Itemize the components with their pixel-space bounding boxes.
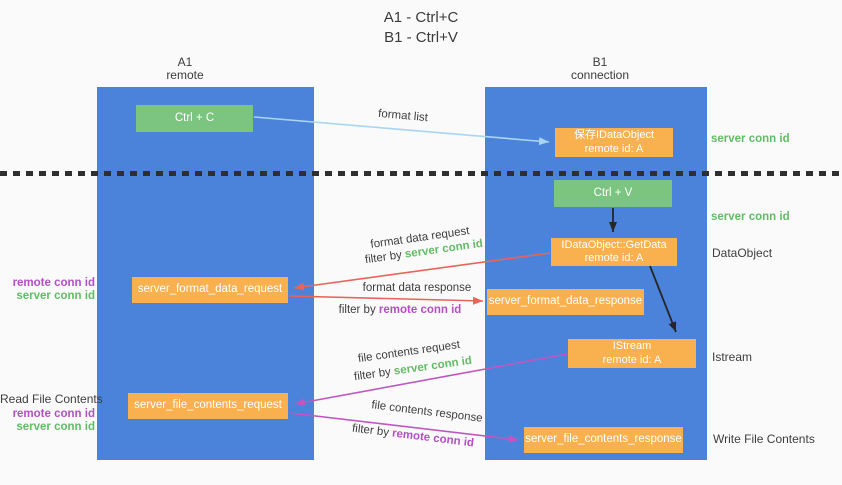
node-file-request: server_file_contents_request — [128, 393, 288, 419]
node-ctrl-v-label: Ctrl + V — [593, 186, 633, 199]
arrow-format-data-response — [288, 295, 484, 305]
filter-by-text: filter by — [364, 248, 406, 267]
diagram-title-line1: A1 - Ctrl+C — [383, 9, 459, 26]
lifeline-b1-name: B1 — [592, 55, 608, 69]
side-label-read-file-contents: Read File Contents — [0, 392, 103, 406]
diagram-title-line2: B1 - Ctrl+V — [384, 29, 458, 46]
node-format-request-label: server_format_data_request — [137, 283, 283, 296]
node-save-dataobject-line1: 保存IDataObject — [573, 129, 655, 141]
node-ctrl-v: Ctrl + V — [554, 180, 672, 207]
filter-by-text: filter by — [338, 304, 379, 316]
node-format-response: server_format_data_response — [487, 289, 644, 315]
side-label-write-file-contents: Write File Contents — [713, 432, 815, 446]
node-file-response: server_file_contents_response — [524, 427, 683, 453]
remote-conn-id-text: remote conn id — [391, 427, 475, 450]
lifeline-a1-name: A1 — [177, 55, 193, 69]
side-label-server-conn-id-1: server conn id — [711, 133, 790, 145]
side-label-server-conn-id-3: server conn id — [16, 290, 95, 302]
edge-label-format-data-response: format data response — [362, 282, 472, 294]
node-file-request-label: server_file_contents_request — [134, 399, 282, 412]
node-istream: IStream remote id: A — [568, 339, 696, 368]
lifeline-a1-header: A1 remote — [115, 56, 255, 82]
side-label-dataobject: DataObject — [712, 246, 773, 260]
side-label-server-conn-id-2: server conn id — [711, 211, 790, 223]
side-label-remote-conn-id-2: remote conn id — [12, 408, 95, 420]
lifeline-a1-role: remote — [166, 68, 204, 82]
node-save-dataobject: 保存IDataObject remote id: A — [555, 128, 673, 157]
node-format-request: server_format_data_request — [132, 277, 288, 303]
node-format-response-label: server_format_data_response — [488, 295, 643, 308]
filter-by-text: filter by — [353, 365, 395, 384]
node-getdata-line1: IDataObject::GetData — [561, 238, 667, 251]
lifeline-b1-header: B1 connection — [530, 56, 670, 82]
side-label-server-conn-id-4: server conn id — [16, 421, 95, 433]
lifeline-b1-role: connection — [570, 68, 630, 82]
node-istream-line1: IStream — [612, 340, 652, 352]
node-getdata: IDataObject::GetData remote id: A — [551, 238, 677, 266]
filter-by-text: filter by — [351, 422, 393, 440]
diagram-title: A1 - Ctrl+C B1 - Ctrl+V — [0, 8, 842, 48]
edge-label-filter-remote-1: filter by remote conn id — [280, 304, 520, 316]
side-label-remote-conn-id-1: remote conn id — [12, 277, 95, 289]
node-file-response-label: server_file_contents_response — [525, 433, 682, 446]
node-save-dataobject-line2: remote id: A — [584, 142, 644, 155]
node-ctrl-c-label: Ctrl + C — [174, 111, 215, 124]
node-ctrl-c: Ctrl + C — [136, 105, 253, 132]
node-getdata-line2: remote id: A — [584, 252, 644, 264]
side-label-istream: Istream — [712, 350, 753, 364]
sync-boundary-dotted-line — [0, 171, 842, 176]
node-istream-line2: remote id: A — [602, 353, 662, 366]
remote-conn-id-text: remote conn id — [378, 304, 462, 316]
